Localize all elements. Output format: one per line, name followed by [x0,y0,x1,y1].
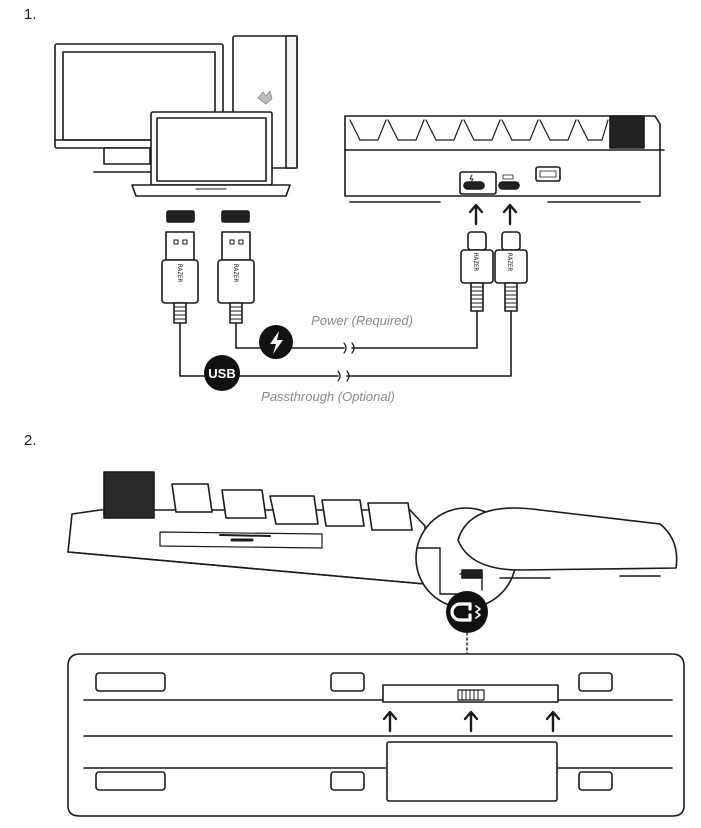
knob-icon [103,471,155,519]
passthrough-label: Passthrough (Optional) [261,389,395,404]
cable-brand-text: RAZER [472,253,479,271]
laptop [131,111,291,197]
keyboard-underside-panel [67,653,685,817]
usb-c-plug-1: RAZER [460,231,494,312]
arrow-up-icon [502,203,518,226]
wrist-rest [457,507,678,579]
keyboard-rear-view [344,115,665,203]
usb-c-plug-2: RAZER [494,231,528,312]
arrow-up-icon [463,710,479,733]
cable-brand-text: RAZER [506,253,513,271]
usb-badge-text: USB [208,366,235,381]
passthrough-cable [179,310,512,382]
keyboard-side-view [67,471,426,585]
cable-brand-text: RAZER [232,264,239,282]
cable-brand-text: RAZER [176,264,183,282]
usb-badge: USB [204,355,240,391]
usb-a-plug-1: RAZER [161,231,199,324]
usb-port-1 [166,210,195,223]
arrow-up-icon [468,203,484,226]
step-2-number: 2. [24,432,37,449]
arrow-up-icon [545,710,561,733]
arrow-up-icon [382,710,398,733]
power-cable [235,310,478,354]
power-label: Power (Required) [311,313,413,328]
magnet-icon [446,591,488,633]
usb-a-plug-2: RAZER [217,231,255,324]
usb-port-2 [221,210,250,223]
razer-logo-icon [257,90,273,105]
step-1-number: 1. [24,6,37,23]
lightning-icon [259,325,293,359]
